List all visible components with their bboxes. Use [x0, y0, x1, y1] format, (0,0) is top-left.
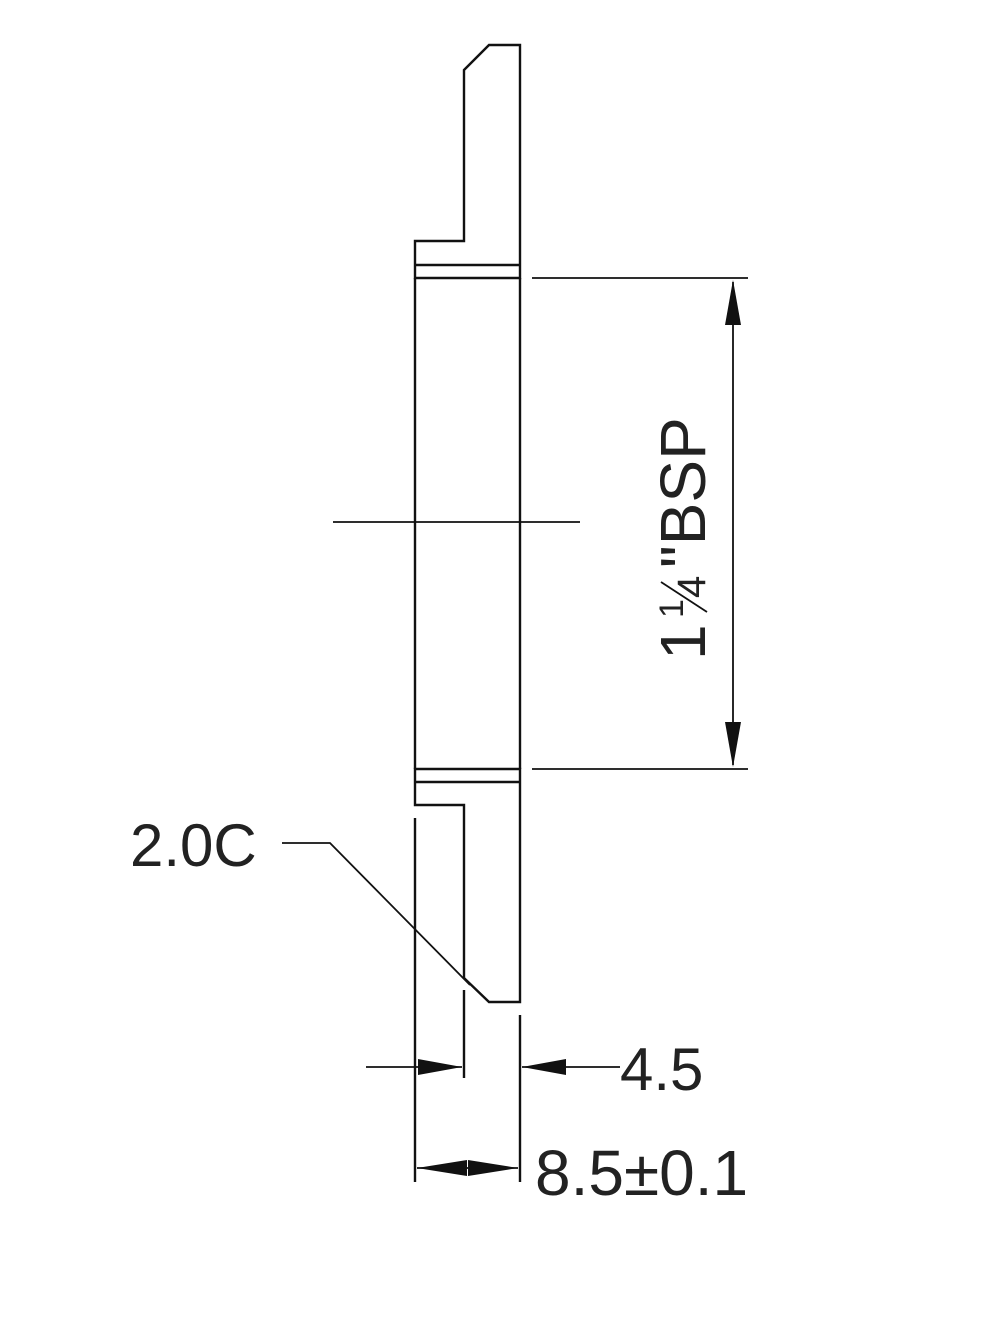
step-dimension: 4.5	[366, 1036, 703, 1103]
total-dimension-label: 8.5±0.1	[535, 1137, 748, 1209]
total-dimension: 8.5±0.1	[417, 1137, 748, 1209]
arrow-up-icon	[725, 280, 741, 325]
arrow-down-icon	[725, 722, 741, 767]
thread-fraction-num: 1	[653, 599, 691, 618]
upper-flange-section	[413, 43, 522, 280]
lower-flange-section	[413, 767, 522, 1004]
thread-dimension: 1 1 4 "BSP	[532, 277, 748, 770]
thread-fraction-den: 4	[670, 576, 714, 598]
thread-suffix: "BSP	[647, 417, 719, 568]
chamfer-callout: 2.0C	[130, 812, 471, 986]
chamfer-label: 2.0C	[130, 812, 257, 879]
thread-whole: 1	[647, 624, 719, 660]
step-dimension-label: 4.5	[620, 1036, 703, 1103]
